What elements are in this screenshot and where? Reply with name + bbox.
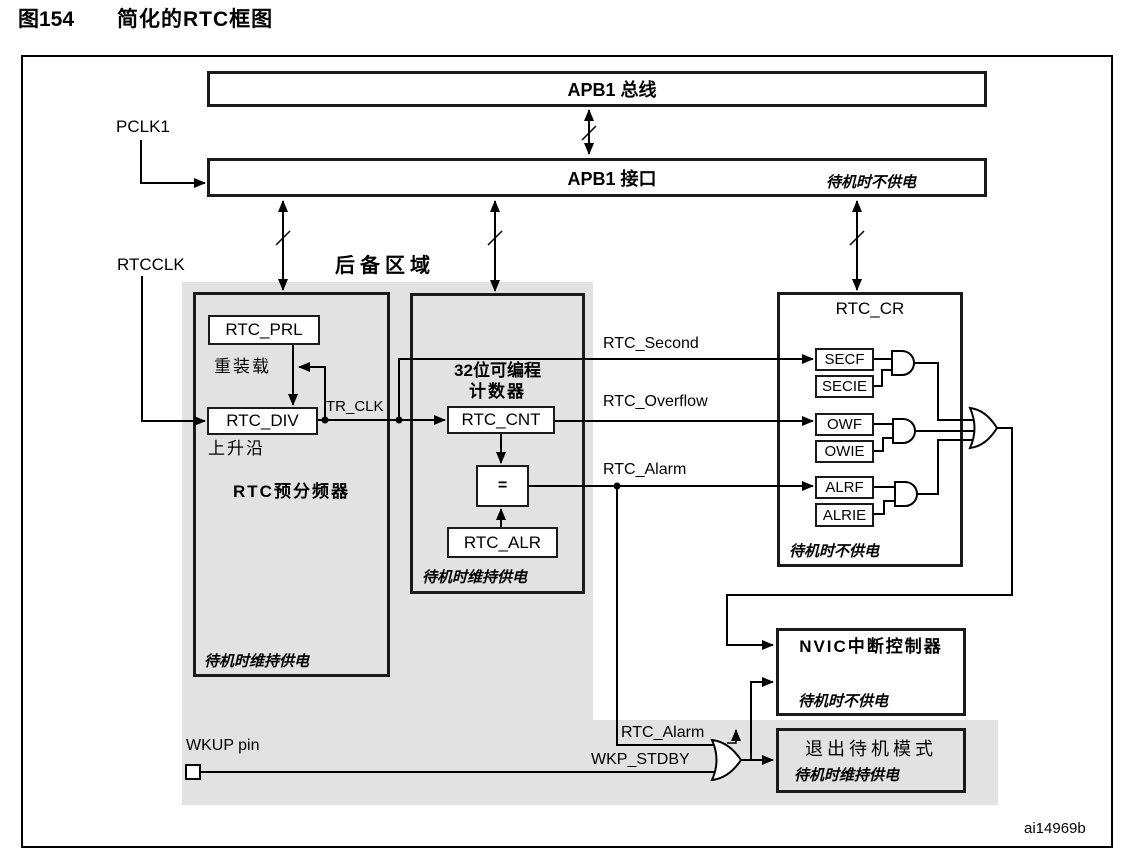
apb1-bus-label: APB1 总线 [567, 80, 657, 100]
interrupt-to-nvic-wire [727, 428, 1012, 650]
junction-dot-div-out [321, 416, 329, 424]
alrie-to-and [874, 501, 895, 514]
wkup-pin-pad [186, 765, 200, 779]
junction-dot-alarm [613, 482, 621, 490]
backup-domain-label: 后备区域 [335, 255, 435, 277]
wkp-stdby-label: WKP_STDBY [591, 751, 690, 768]
owie-to-and [874, 438, 893, 451]
rtcclk-wire [142, 276, 206, 426]
and-gate-alr [895, 482, 917, 506]
junction-dot-trclk [395, 416, 403, 424]
prescaler-standby-note: 待机时维持供电 [204, 653, 310, 670]
rtcclk-label: RTCCLK [117, 255, 185, 274]
exit-standby-block [776, 728, 966, 793]
rtc-cr-title: RTC_CR [835, 299, 905, 318]
tr-clk-label: TR_CLK [326, 398, 384, 415]
counter-title-line2: 计数器 [469, 382, 526, 401]
nvic-title: NVIC中断控制器 [799, 637, 943, 656]
rtc-second-wire [399, 354, 814, 420]
figure-title: 简化的RTC框图 [117, 8, 274, 31]
exit-standby-note: 待机时维持供电 [794, 767, 900, 784]
secf-flag: SECF [815, 348, 874, 371]
reload-feedback-wire [298, 362, 325, 420]
interface-standby-note: 待机时不供电 [825, 174, 916, 191]
exit-standby-title: 退出待机模式 [805, 739, 937, 759]
counter-standby-note: 待机时维持供电 [422, 569, 528, 586]
figure-number: 图154 [18, 8, 75, 31]
bus-width-slash-4 [850, 231, 864, 245]
pclk1-wire [141, 140, 206, 188]
alrf-flag: ALRF [815, 476, 874, 499]
bus-width-slash-3 [488, 231, 502, 245]
owf-flag: OWF [815, 413, 874, 436]
bus-width-slash-2 [276, 231, 290, 245]
secie-flag: SECIE [815, 375, 874, 398]
rising-edge-label: 上升沿 [208, 439, 265, 458]
bus-width-slash-1 [582, 126, 596, 140]
apb1-interface-label: APB1 接口 [567, 168, 657, 189]
rtc-second-label: RTC_Second [603, 335, 699, 352]
and3-to-or [917, 440, 974, 494]
apb1-bus-bar: APB1 总线 [207, 71, 987, 107]
and-gate-ow [893, 419, 915, 443]
rtc-alarm-wakeup-label: RTC_Alarm [621, 724, 705, 741]
rtc-prl-register: RTC_PRL [208, 315, 320, 345]
or-gate-interrupt [970, 408, 997, 448]
prescaler-title: RTC预分频器 [233, 482, 350, 501]
pclk1-label: PCLK1 [116, 117, 170, 136]
rtc-overflow-label: RTC_Overflow [603, 393, 708, 410]
rtc-alarm-wakeup-wire [617, 486, 714, 745]
secie-to-and [874, 370, 892, 386]
counter-title-line1: 32位可编程 [454, 361, 541, 380]
owie-flag: OWIE [815, 440, 874, 463]
wake-to-nvic-wire [751, 677, 774, 760]
nvic-standby-note: 待机时不供电 [798, 693, 889, 710]
diagram-border [21, 55, 1113, 848]
rtc-cr-standby-note: 待机时不供电 [789, 543, 880, 560]
and-gate-sec [892, 351, 914, 375]
and1-to-or [914, 363, 974, 420]
wkup-pin-label: WKUP pin [186, 737, 260, 754]
rtc-alarm-label: RTC_Alarm [603, 461, 687, 478]
figure-reference-id: ai14969b [1024, 820, 1086, 837]
rtc-div-register: RTC_DIV [207, 407, 318, 435]
rtc-alr-register: RTC_ALR [447, 527, 558, 558]
alrie-flag: ALRIE [815, 503, 874, 527]
counter-block [410, 293, 585, 594]
or-gate-wakeup [712, 740, 741, 780]
nvic-block [776, 628, 966, 716]
reload-label: 重装载 [214, 357, 271, 376]
rtc-prescaler-block [193, 292, 390, 677]
comparator-box: = [476, 465, 529, 507]
rtc-cnt-register: RTC_CNT [447, 406, 555, 434]
apb1-interface-bar: APB1 接口 待机时不供电 [207, 158, 987, 197]
rising-edge-icon [727, 729, 741, 743]
